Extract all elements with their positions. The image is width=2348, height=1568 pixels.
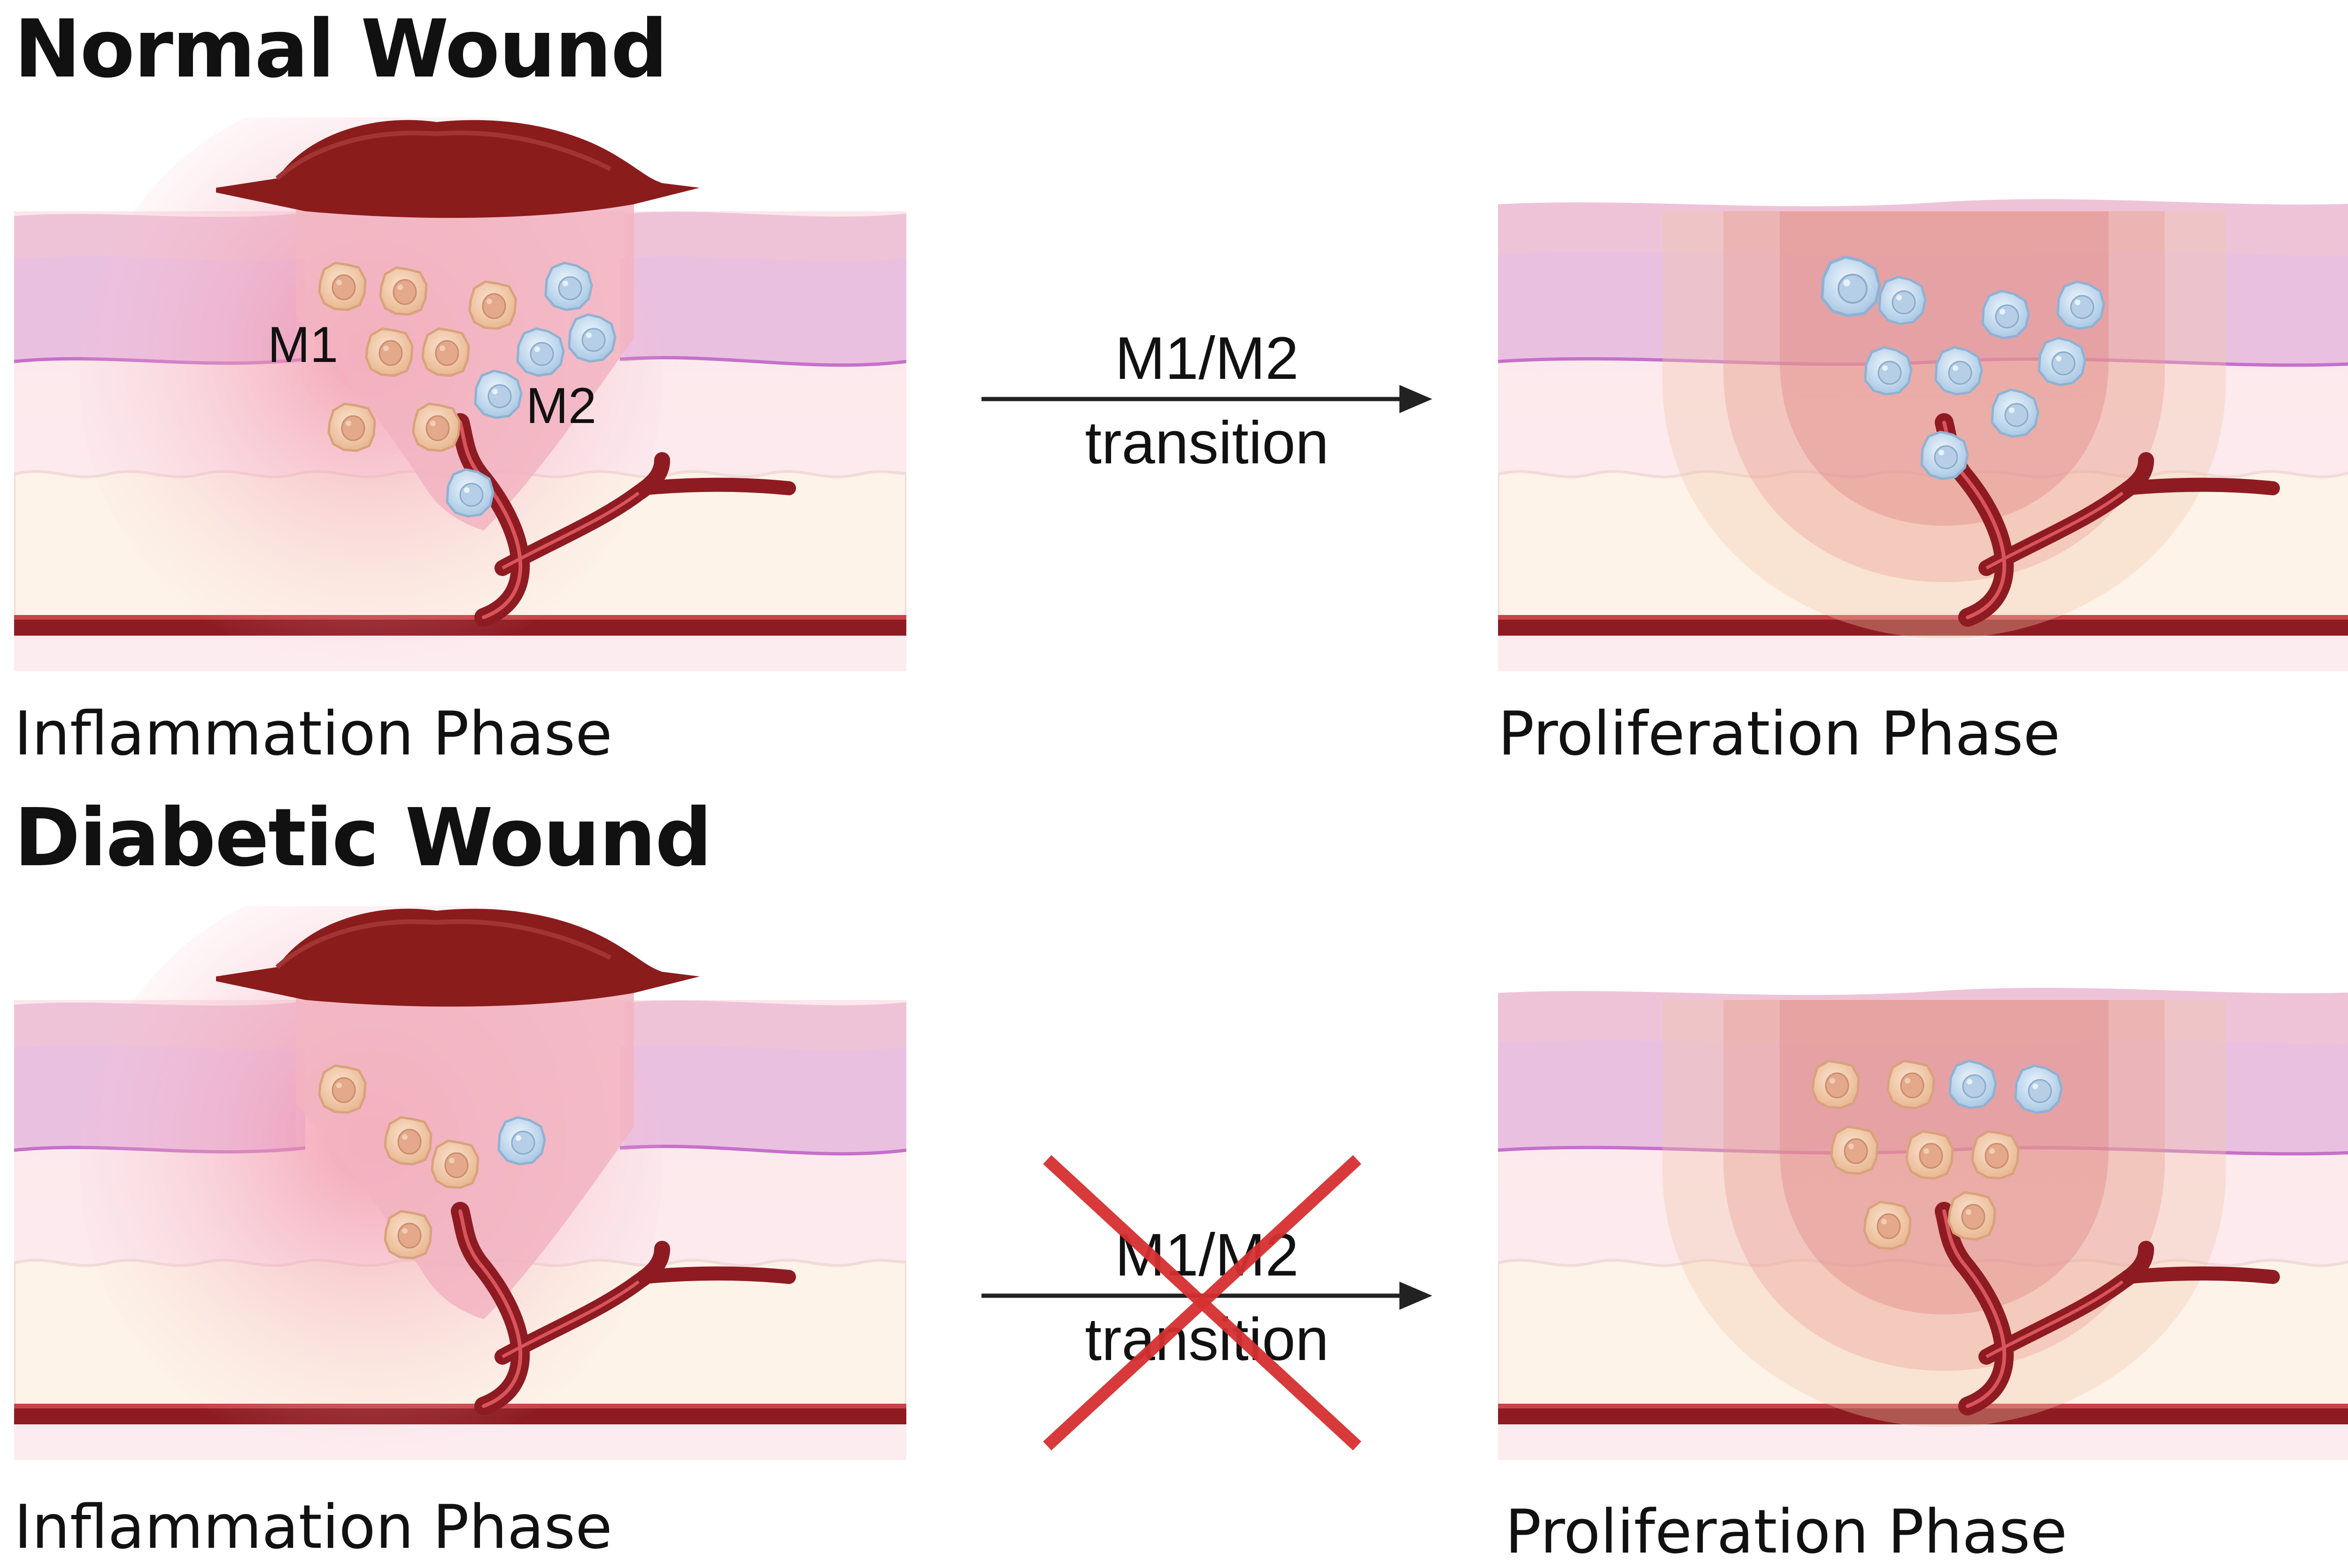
diabetic-proliferation-phase-label: Proliferation Phase bbox=[1505, 1497, 2068, 1567]
diabetic-transition-arrow: M1/M2 transition bbox=[977, 1216, 1437, 1404]
normal-arrow-label-line2: transition bbox=[1085, 409, 1329, 477]
diabetic-arrow-label-line2: transition bbox=[1085, 1306, 1329, 1373]
normal-proliferation-illustration bbox=[1498, 117, 2348, 671]
diabetic-inflammation-illustration bbox=[14, 906, 906, 1460]
normal-proliferation-panel bbox=[1498, 117, 2348, 671]
normal-proliferation-phase-label: Proliferation Phase bbox=[1498, 699, 2061, 769]
diabetic-proliferation-illustration bbox=[1498, 906, 2348, 1460]
normal-inflammation-illustration bbox=[14, 117, 906, 671]
normal-transition-arrow: M1/M2 transition bbox=[977, 319, 1437, 507]
m1-label: M1 bbox=[268, 316, 339, 373]
m2-label: M2 bbox=[526, 377, 597, 434]
normal-wound-title: Normal Wound bbox=[14, 3, 668, 96]
diabetic-proliferation-panel bbox=[1498, 906, 2348, 1460]
normal-inflammation-panel: M1 M2 bbox=[14, 117, 906, 671]
normal-inflammation-phase-label: Inflammation Phase bbox=[14, 699, 612, 769]
diabetic-inflammation-phase-label: Inflammation Phase bbox=[14, 1492, 612, 1562]
arrow-right-icon bbox=[981, 385, 1432, 413]
m2-cells-group-diabetic bbox=[499, 1117, 545, 1164]
diabetic-wound-title: Diabetic Wound bbox=[14, 792, 712, 884]
normal-arrow-label-line1: M1/M2 bbox=[1115, 325, 1299, 392]
diabetic-inflammation-panel bbox=[14, 906, 906, 1460]
red-x-icon bbox=[1043, 1155, 1361, 1451]
